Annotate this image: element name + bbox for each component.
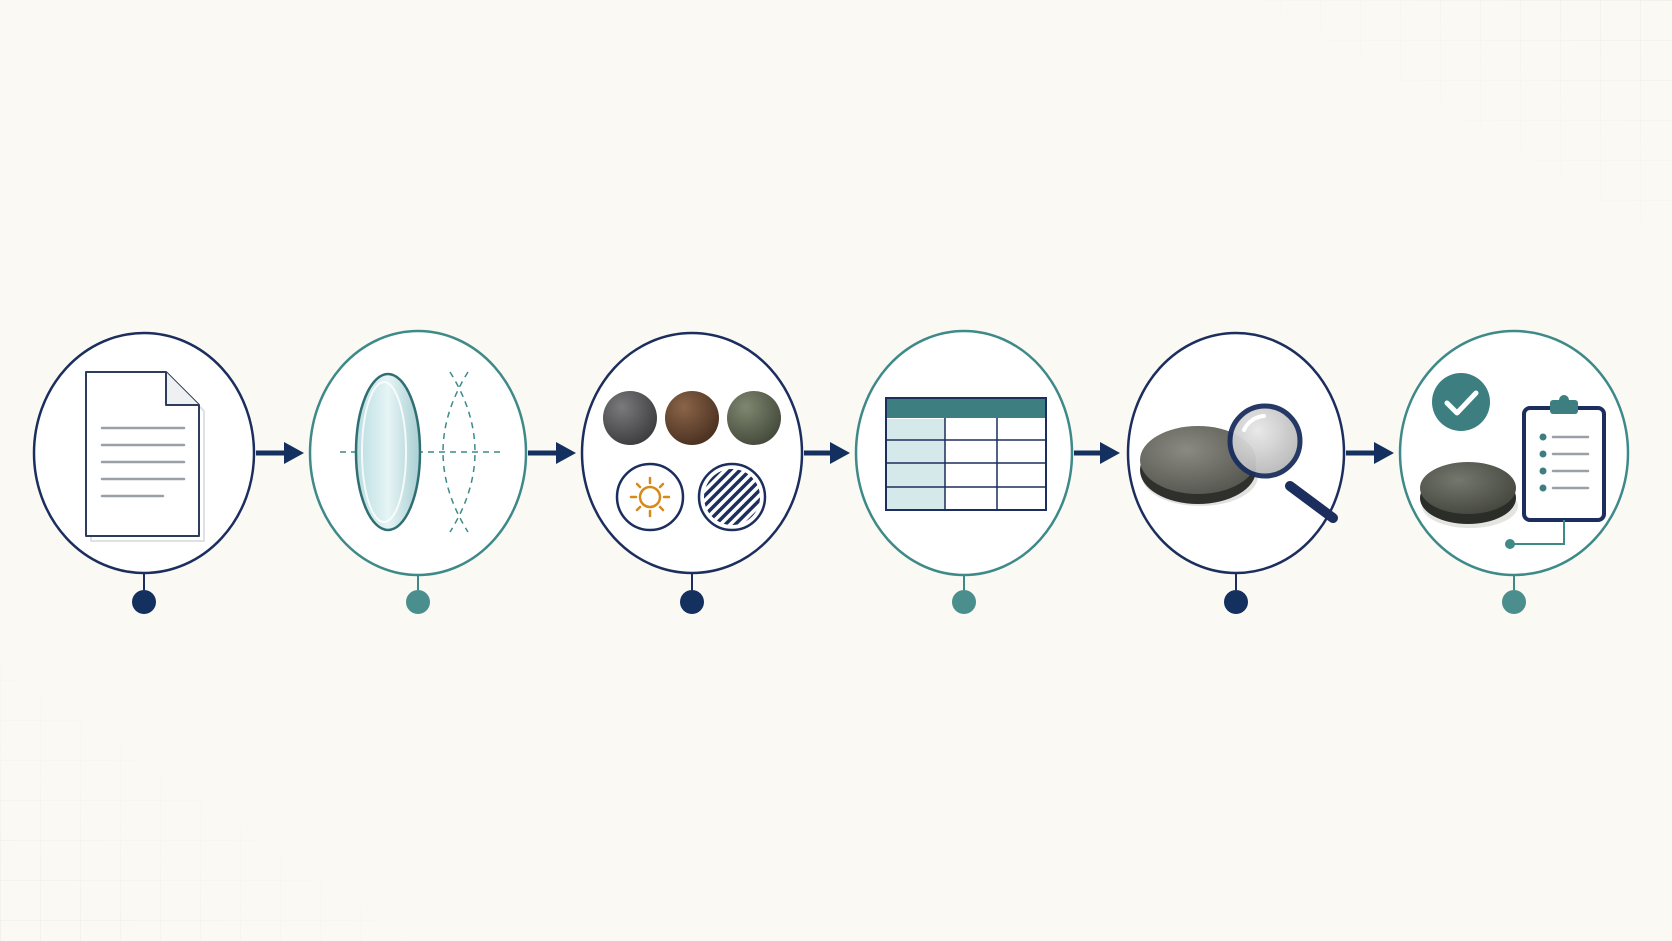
- table-icon: [885, 397, 1047, 511]
- step-tint-samples: [580, 331, 804, 614]
- lens-disc: [1140, 426, 1258, 506]
- arrow-connector: [804, 442, 850, 464]
- step-marker-dot: [680, 590, 704, 614]
- check-badge-icon: [1432, 373, 1490, 431]
- step-table: [854, 329, 1074, 614]
- lens-icon: [340, 371, 500, 533]
- step-marker-dot: [1224, 590, 1248, 614]
- document-icon: [85, 371, 205, 542]
- step-document: [32, 331, 256, 614]
- tint-swatch-brown: [665, 391, 719, 445]
- step-lens: [308, 329, 528, 614]
- step-marker-dot: [952, 590, 976, 614]
- tint-samples-icon: [603, 391, 781, 532]
- lens-disc: [1420, 462, 1518, 528]
- polarized-pattern-icon: [697, 462, 767, 532]
- step-approval: [1398, 329, 1630, 614]
- step-lens-inspection: [1126, 331, 1346, 614]
- step-marker-dot: [1502, 590, 1526, 614]
- tint-swatch-gray: [603, 391, 657, 445]
- arrow-connector: [1074, 442, 1120, 464]
- sun-icon: [615, 462, 685, 532]
- tint-swatch-green: [727, 391, 781, 445]
- step-marker-dot: [406, 590, 430, 614]
- arrow-connector: [1346, 442, 1394, 464]
- arrow-connector: [256, 442, 304, 464]
- checklist-icon: [1505, 395, 1606, 549]
- arrow-connector: [528, 442, 576, 464]
- magnifier-icon: [1227, 403, 1338, 523]
- step-ring: [580, 331, 804, 575]
- step-marker-dot: [132, 590, 156, 614]
